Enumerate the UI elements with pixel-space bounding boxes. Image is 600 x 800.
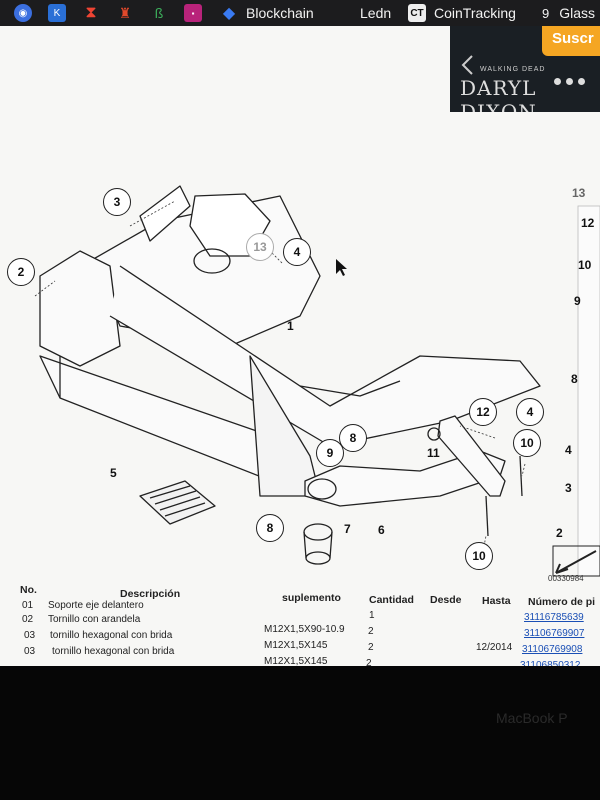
header-part-number: Número de pi	[528, 596, 596, 608]
part-number-link[interactable]: 31106850312	[520, 660, 580, 671]
browser-viewport: Suscr WALKING DEAD DARYL DIXON	[0, 26, 600, 671]
bookmark-label: Glass	[559, 5, 596, 21]
bookmark-label: CoinTracking	[434, 5, 516, 21]
bookmark-7[interactable]: Ledn	[360, 3, 391, 23]
bookmark-8[interactable]: CT CoinTracking	[408, 3, 516, 23]
bookmark-label: Ledn	[360, 5, 392, 21]
header-description: Descripción	[120, 588, 181, 600]
side-label-13: 13	[572, 186, 586, 200]
bookmark-0[interactable]: ◉	[14, 3, 32, 23]
side-label-4: 4	[565, 443, 572, 457]
callout-2[interactable]: 2	[7, 258, 35, 286]
bookmark-4[interactable]: ß	[150, 3, 168, 23]
ad-banner[interactable]: Suscr WALKING DEAD DARYL DIXON	[450, 26, 600, 112]
row-description: Tornillo con arandela	[48, 614, 141, 625]
bookmarks-bar: ◉ K ⧗ ♜ ß ▪ ◆ Blockchain Ledn CT CoinTra…	[0, 0, 600, 26]
diagram-code: 00330984	[548, 574, 584, 583]
side-label-10: 10	[578, 258, 592, 272]
navigation-box	[552, 545, 600, 577]
row-supplement: M12X1,5X90-10.9	[264, 624, 345, 635]
blue-diamond-icon: ◆	[220, 4, 238, 22]
ct-icon-text: CT	[410, 7, 424, 19]
row-to-date: 12/2014	[476, 642, 513, 653]
callout-12[interactable]: 12	[469, 398, 497, 426]
row-no: 02	[22, 614, 34, 625]
ct-icon: CT	[408, 4, 426, 22]
row-quantity: 2	[366, 658, 372, 669]
table-row: 03 tornillo hexagonal con brida M12X1,5X…	[0, 646, 600, 671]
callout-10[interactable]: 10	[513, 429, 541, 457]
row-no: 03	[24, 630, 36, 641]
table-row: 03 tornillo hexagonal con brida M12X1,5X…	[0, 630, 600, 655]
row-no: 03	[24, 646, 36, 657]
bookmark-1[interactable]: K	[48, 3, 66, 23]
banner-series-name: WALKING DEAD	[480, 66, 546, 73]
bookmark-3[interactable]: ♜	[116, 3, 134, 23]
label-11: 11	[427, 446, 440, 460]
green-b-icon: ß	[150, 4, 168, 22]
bookmark-6[interactable]: ◆ Blockchain	[220, 3, 314, 23]
row-description: tornillo hexagonal con brida	[52, 646, 175, 657]
header-quantity: Cantidad	[369, 594, 414, 606]
header-to: Hasta	[482, 595, 511, 607]
label-7: 7	[344, 522, 351, 536]
row-supplement: M12X1,5X145	[264, 640, 328, 651]
callout-4[interactable]: 4	[283, 238, 311, 266]
row-quantity: 2	[368, 626, 374, 637]
table-row: 02 Tornillo con arandela M12X1,5X90-10.9…	[0, 614, 600, 639]
bookmark-2[interactable]: ⧗	[82, 3, 100, 23]
bookmark-9[interactable]: 9 Glass	[542, 3, 595, 23]
laptop-brand: MacBook P	[496, 710, 568, 726]
g-icon: 9	[542, 5, 550, 21]
banner-title: DARYL DIXON	[460, 76, 537, 112]
side-label-12: 12	[581, 216, 595, 230]
table-row: 01 Soporte eje delantero 1 31116785639	[0, 600, 600, 623]
part-number-link[interactable]: 31106769907	[524, 628, 585, 639]
row-description: Soporte eje delantero	[48, 600, 144, 611]
row-quantity: 1	[369, 610, 375, 621]
side-label-8: 8	[571, 372, 578, 386]
row-description: tornillo hexagonal con brida	[50, 630, 173, 641]
header-from: Desde	[430, 594, 462, 606]
arrow-icon	[555, 550, 597, 574]
chrome-circle-icon: ◉	[14, 4, 32, 22]
part-number-link[interactable]: 31116785639	[524, 612, 584, 623]
subframe-diagram	[34, 185, 600, 577]
callout-3[interactable]: 3	[103, 188, 131, 216]
red-robot-icon: ♜	[116, 4, 134, 22]
laptop-bezel: MacBook P	[0, 666, 600, 800]
bookmark-5[interactable]: ▪	[184, 3, 202, 23]
k-logo-icon: K	[48, 4, 66, 22]
magenta-square-icon: ▪	[184, 4, 202, 22]
side-label-2: 2	[556, 526, 563, 540]
row-supplement: M12X1,5X145	[264, 656, 328, 667]
chevron-left-icon[interactable]	[460, 54, 476, 76]
callout-13[interactable]: 13	[246, 233, 274, 261]
row-quantity: 2	[368, 642, 374, 653]
mouse-cursor-icon	[336, 259, 347, 276]
side-label-9: 9	[574, 294, 581, 308]
label-6: 6	[378, 523, 385, 537]
label-1: 1	[287, 319, 294, 333]
row-no: 01	[22, 600, 34, 611]
callout-10b[interactable]: 10	[465, 542, 493, 570]
header-no: No.	[20, 584, 37, 596]
red-hourglass-icon: ⧗	[82, 4, 100, 22]
label-5: 5	[110, 466, 117, 480]
carousel-dots	[554, 78, 585, 85]
side-label-3: 3	[565, 481, 572, 495]
bookmark-label: Blockchain	[246, 5, 314, 21]
part-number-link[interactable]: 31106769908	[522, 644, 583, 655]
callout-8b[interactable]: 8	[256, 514, 284, 542]
header-supplement: suplemento	[282, 592, 341, 604]
callout-8[interactable]: 8	[339, 424, 367, 452]
subscribe-button[interactable]: Suscr	[542, 26, 600, 56]
callout-4b[interactable]: 4	[516, 398, 544, 426]
